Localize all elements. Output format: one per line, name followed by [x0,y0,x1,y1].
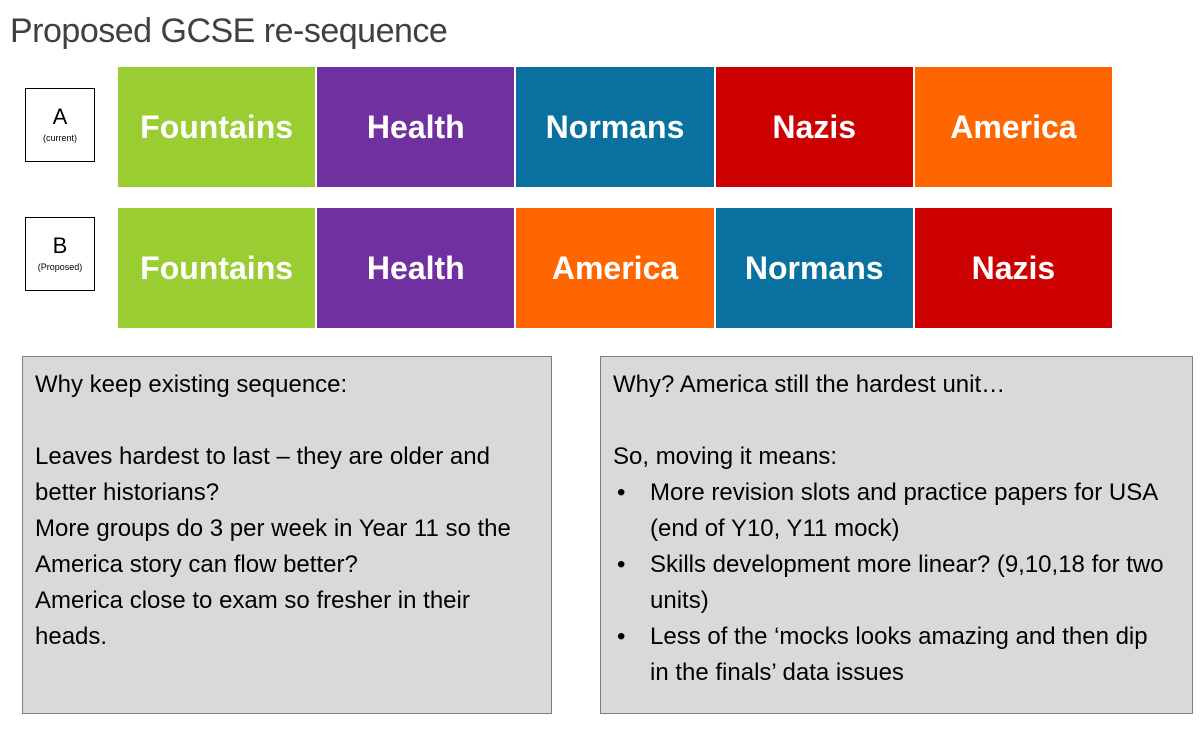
note-line: Leaves hardest to last – they are older … [35,443,490,506]
sequence-row-a: Fountains Health Normans Nazis America [118,67,1113,187]
unit-block: Fountains [118,67,318,187]
bullet-icon: • [617,623,626,650]
unit-block: Normans [516,67,716,187]
bullet-icon: • [617,479,626,506]
sequence-letter: A [52,104,68,129]
unit-block: Fountains [118,208,318,328]
sequence-label-a: A (current) [25,88,95,162]
sequence-sublabel: (current) [42,133,77,143]
bullet-icon: • [617,551,626,578]
note-heading: Why keep existing sequence: [35,371,348,398]
list-item: •Skills development more linear? (9,10,1… [613,547,1168,619]
keep-sequence-note: Why keep existing sequence: Leaves harde… [22,356,552,714]
note-intro: So, moving it means: [613,443,838,470]
page-title: Proposed GCSE re-sequence [10,12,448,50]
list-item: •Less of the ‘mocks looks amazing and th… [613,619,1168,691]
unit-block: America [914,67,1113,187]
unit-block: Normans [715,208,915,328]
unit-block: America [516,208,716,328]
reasons-list: •More revision slots and practice papers… [613,475,1168,691]
list-item: •More revision slots and practice papers… [613,475,1168,547]
note-heading: Why? America still the hardest unit… [613,371,1006,398]
sequence-label-b: B (Proposed) [25,217,95,291]
sequence-letter: B [52,233,68,258]
sequence-row-b: Fountains Health America Normans Nazis [118,208,1113,328]
note-line: More groups do 3 per week in Year 11 so … [35,515,511,578]
sequence-sublabel: (Proposed) [37,262,83,272]
unit-block: Nazis [914,208,1113,328]
note-line: America close to exam so fresher in thei… [35,587,470,650]
unit-block: Nazis [715,67,915,187]
move-america-note: Why? America still the hardest unit… So,… [600,356,1193,714]
unit-block: Health [317,208,517,328]
unit-block: Health [317,67,517,187]
